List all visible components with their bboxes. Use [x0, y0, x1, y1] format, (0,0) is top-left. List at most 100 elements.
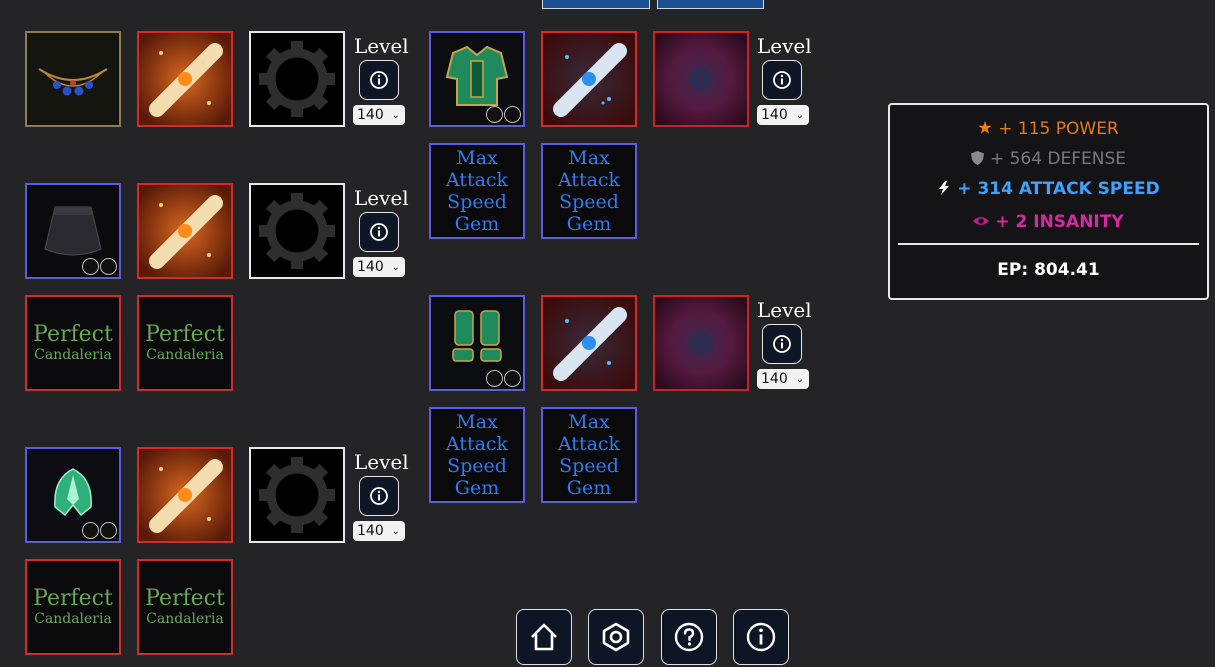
help-icon	[674, 622, 704, 652]
orange-scroll-icon	[139, 33, 231, 125]
chest-armor-slot[interactable]	[429, 31, 525, 127]
helmet-icon	[27, 449, 119, 541]
gem-label-line: Max	[568, 147, 610, 169]
help-button[interactable]	[661, 609, 717, 665]
scroll-orange-slot[interactable]	[137, 447, 233, 543]
purple-orb-icon	[655, 297, 747, 389]
gem-label-line: Speed	[559, 455, 619, 477]
level-select[interactable]: 140 ⌄	[353, 521, 405, 541]
settings-hexagon-icon	[602, 622, 630, 652]
chest-armor-icon	[431, 33, 523, 125]
info-icon	[370, 223, 388, 241]
info-button[interactable]	[359, 60, 399, 100]
level-select[interactable]: 140⌄	[353, 105, 405, 125]
boots-slot[interactable]	[429, 295, 525, 391]
perfect-label: Perfect	[33, 322, 113, 347]
empty-socket	[504, 106, 521, 123]
chevron-down-icon: ⌄	[795, 373, 804, 385]
home-button[interactable]	[516, 609, 572, 665]
power-value: + 115 POWER	[998, 119, 1119, 139]
info-button[interactable]	[762, 324, 802, 364]
info-button[interactable]	[762, 60, 802, 100]
gear-icon	[251, 449, 343, 541]
gem-label-line: Max	[456, 147, 498, 169]
level-select-value: 140	[761, 371, 788, 387]
candaleria-label: Candaleria	[146, 347, 224, 363]
info-icon	[370, 487, 388, 505]
chevron-down-icon: ⌄	[391, 261, 400, 273]
level-label: Level	[354, 186, 409, 210]
attack-speed-stat: + 314 ATTACK SPEED	[890, 179, 1207, 199]
level-select-value: 140	[357, 107, 384, 123]
eye-icon	[973, 217, 990, 225]
info-icon	[746, 622, 776, 652]
orange-scroll-icon	[139, 185, 231, 277]
scroll-orange-slot[interactable]	[137, 183, 233, 279]
cloak-item-slot[interactable]	[25, 183, 121, 279]
top-tab-button-1[interactable]	[542, 0, 650, 9]
empty-socket	[100, 522, 117, 539]
empty-socket	[504, 370, 521, 387]
gem-label-line: Speed	[447, 191, 507, 213]
chevron-down-icon: ⌄	[795, 109, 804, 121]
stats-divider	[898, 243, 1199, 245]
perfect-label: Perfect	[145, 586, 225, 611]
info-nav-button[interactable]	[733, 609, 789, 665]
gear-icon	[251, 185, 343, 277]
chevron-down-icon: ⌄	[391, 525, 400, 537]
gem-sockets	[486, 106, 521, 123]
orb-slot[interactable]	[653, 31, 749, 127]
info-icon	[370, 71, 388, 89]
gem-label-line: Attack	[557, 433, 621, 455]
gem-sockets	[82, 258, 117, 275]
lightning-icon	[939, 181, 950, 195]
gem-label-line: Attack	[445, 433, 509, 455]
orb-slot[interactable]	[653, 295, 749, 391]
max-attack-speed-gem-slot[interactable]: Max Attack Speed Gem	[429, 407, 525, 503]
gem-label-line: Gem	[454, 213, 500, 235]
empty-gear-slot[interactable]	[249, 183, 345, 279]
level-label: Level	[354, 450, 409, 474]
perfect-label: Perfect	[33, 586, 113, 611]
power-star-icon	[978, 121, 992, 134]
perfect-candaleria-slot[interactable]: Perfect Candaleria	[25, 295, 121, 391]
empty-socket	[486, 106, 503, 123]
settings-button[interactable]	[588, 609, 644, 665]
level-label: Level	[354, 34, 409, 58]
stats-panel: + 115 POWER + 564 DEFENSE + 314 ATTACK S…	[888, 103, 1209, 300]
gem-label-line: Max	[456, 411, 498, 433]
scroll-blue-slot[interactable]	[541, 31, 637, 127]
level-select[interactable]: 140⌄	[757, 105, 809, 125]
blue-scroll-icon	[543, 33, 635, 125]
defense-stat: + 564 DEFENSE	[890, 149, 1207, 169]
empty-gear-slot[interactable]	[249, 31, 345, 127]
info-button[interactable]	[359, 212, 399, 252]
empty-socket	[486, 370, 503, 387]
perfect-candaleria-slot[interactable]: Perfect Candaleria	[137, 559, 233, 655]
empty-gear-slot[interactable]	[249, 447, 345, 543]
scroll-blue-slot[interactable]	[541, 295, 637, 391]
level-select-value: 140	[357, 259, 384, 275]
perfect-candaleria-slot[interactable]: Perfect Candaleria	[25, 559, 121, 655]
level-select[interactable]: 140 ⌄	[353, 257, 405, 277]
candaleria-label: Candaleria	[146, 611, 224, 627]
max-attack-speed-gem-slot[interactable]: Max Attack Speed Gem	[541, 407, 637, 503]
level-select[interactable]: 140 ⌄	[757, 369, 809, 389]
top-tab-button-2[interactable]	[657, 0, 764, 9]
orange-scroll-icon	[139, 449, 231, 541]
perfect-candaleria-slot[interactable]: Perfect Candaleria	[137, 295, 233, 391]
empty-socket	[82, 522, 99, 539]
insanity-value: + 2 INSANITY	[995, 212, 1124, 232]
scroll-orange-slot[interactable]	[137, 31, 233, 127]
helmet-item-slot[interactable]	[25, 447, 121, 543]
level-select-value: 140	[357, 523, 384, 539]
gem-label-line: Attack	[445, 169, 509, 191]
shield-icon	[970, 151, 984, 165]
necklace-item-slot[interactable]	[25, 31, 121, 127]
info-button[interactable]	[359, 476, 399, 516]
power-stat: + 115 POWER	[890, 119, 1207, 139]
empty-socket	[100, 258, 117, 275]
max-attack-speed-gem-slot[interactable]: Max Attack Speed Gem	[429, 143, 525, 239]
max-attack-speed-gem-slot[interactable]: Max Attack Speed Gem	[541, 143, 637, 239]
level-label: Level	[757, 34, 812, 58]
